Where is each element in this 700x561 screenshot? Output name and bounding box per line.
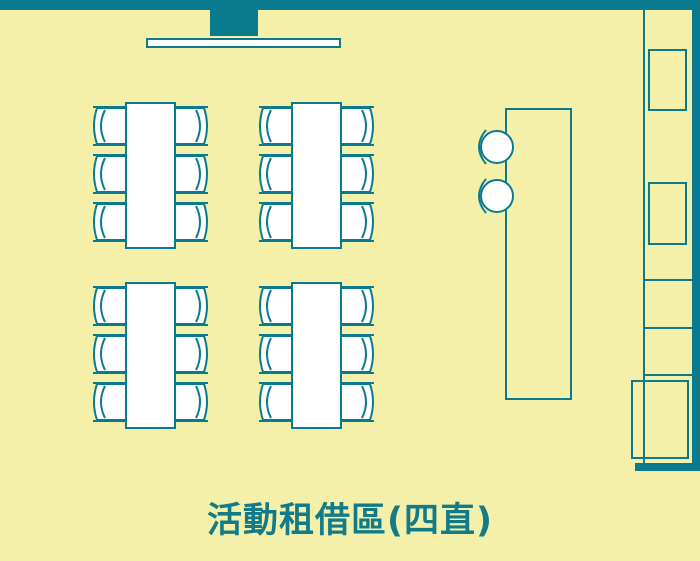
- stool: [478, 129, 514, 165]
- bar-stools: [478, 129, 514, 214]
- chair: [340, 106, 374, 146]
- chair: [340, 154, 374, 194]
- table: [291, 282, 342, 429]
- table-group: [93, 282, 208, 429]
- chair: [259, 154, 293, 194]
- chair: [340, 334, 374, 374]
- cabinet: [648, 182, 687, 245]
- table-group: [93, 102, 208, 249]
- chair: [93, 154, 127, 194]
- chair: [174, 154, 208, 194]
- projection-screen: [146, 38, 341, 48]
- table: [125, 102, 176, 249]
- chair: [174, 286, 208, 326]
- cabinet: [631, 380, 689, 459]
- cabinets: [631, 10, 692, 465]
- chair: [174, 334, 208, 374]
- walls: [0, 0, 700, 471]
- area-title: 活動租借區(四直): [207, 501, 493, 541]
- chair: [174, 106, 208, 146]
- table-group: [259, 282, 374, 429]
- chair: [259, 334, 293, 374]
- chair: [174, 202, 208, 242]
- cabinet: [648, 49, 687, 111]
- top-wall: [0, 0, 700, 10]
- chair: [93, 382, 127, 422]
- table: [291, 102, 342, 249]
- chair: [340, 202, 374, 242]
- chair: [340, 286, 374, 326]
- chair: [259, 382, 293, 422]
- chair: [93, 106, 127, 146]
- table: [125, 282, 176, 429]
- chair: [259, 202, 293, 242]
- chair: [174, 382, 208, 422]
- right-wall: [692, 0, 700, 471]
- chair: [259, 106, 293, 146]
- bottom-right-wall: [635, 463, 700, 471]
- projector: [210, 0, 258, 36]
- table-groups: [93, 102, 374, 429]
- chair: [93, 334, 127, 374]
- chair: [259, 286, 293, 326]
- stool: [478, 178, 514, 214]
- table-group: [259, 102, 374, 249]
- counter: [505, 108, 572, 400]
- chair: [93, 202, 127, 242]
- chair: [340, 382, 374, 422]
- chair: [93, 286, 127, 326]
